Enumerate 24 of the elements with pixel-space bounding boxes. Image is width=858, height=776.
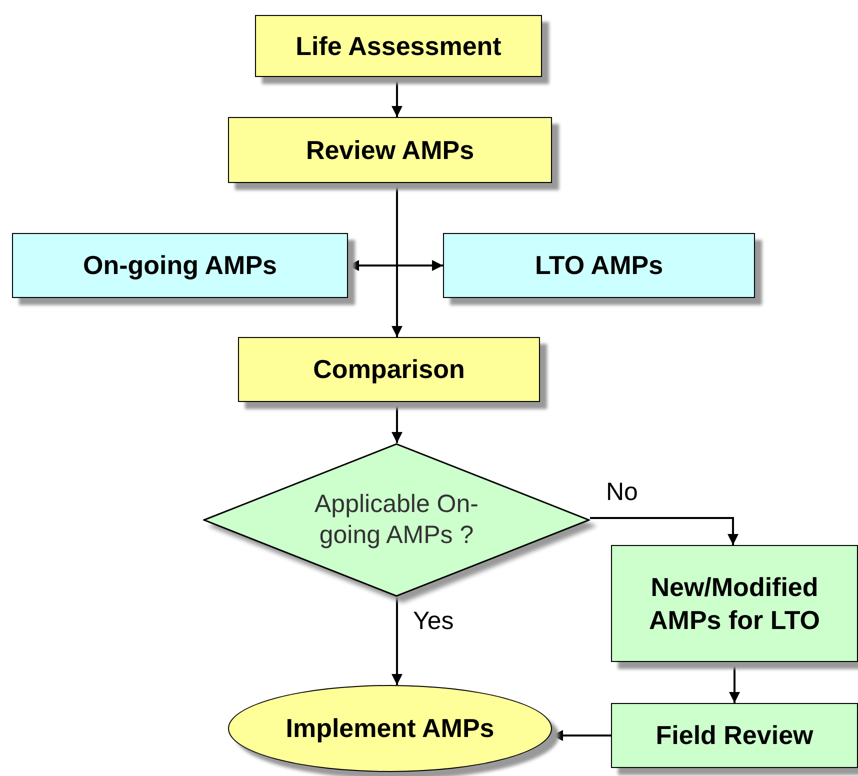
node-label: Field Review [656, 719, 814, 752]
decision-diamond [203, 443, 590, 597]
node-label: Applicable On-going AMPs ? [314, 488, 480, 551]
node-label: Comparison [313, 353, 465, 386]
arrow [392, 402, 402, 443]
process-box [611, 703, 858, 768]
process-box [611, 545, 858, 662]
program-box [443, 233, 755, 298]
arrow [590, 517, 738, 545]
node-label: Review AMPs [306, 134, 474, 166]
node-label: LTO AMPs [534, 249, 664, 282]
process-box [238, 337, 540, 402]
program-box [12, 233, 348, 298]
node-label: Life Assessment [296, 30, 502, 62]
arrow [552, 730, 611, 741]
arrow [729, 662, 740, 703]
arrow [392, 597, 402, 685]
process-box [255, 15, 542, 77]
node-label: New/Modified AMPs for LTO [648, 571, 821, 636]
arrow [392, 77, 402, 117]
node-label: On-going AMPs [82, 249, 277, 282]
node-label: Implement AMPs [286, 712, 494, 745]
arrow [392, 183, 402, 337]
process-box [228, 117, 552, 183]
